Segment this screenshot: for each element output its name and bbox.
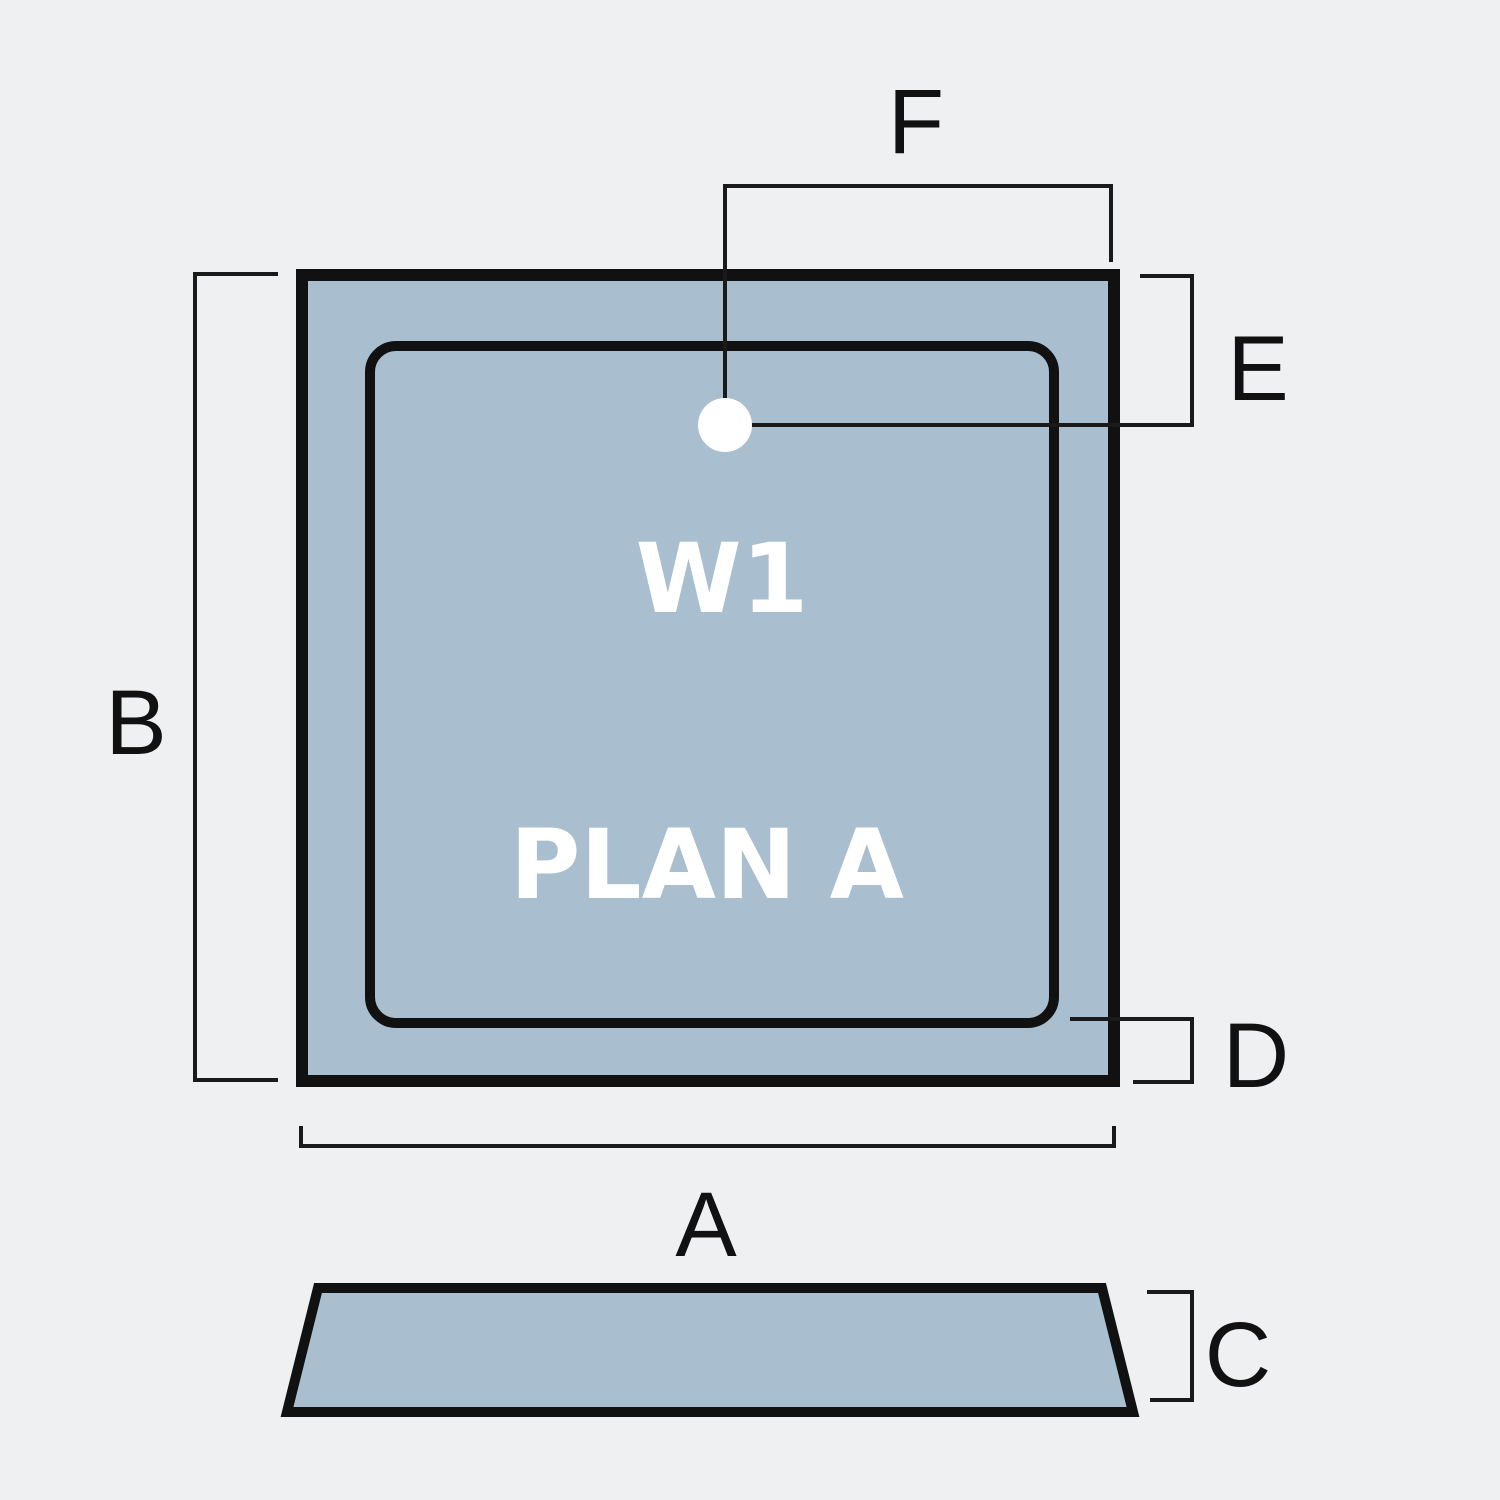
model-code-label: W1 (636, 523, 809, 635)
dimension-d-bracket (1070, 1017, 1194, 1084)
dimension-e-bracket (725, 274, 1194, 427)
dimension-c-bracket (1147, 1290, 1194, 1402)
plan-name-label: PLAN A (510, 809, 904, 921)
dimension-d-label: D (1223, 1005, 1289, 1107)
dimension-a-label: A (675, 1174, 737, 1276)
waste-hole-icon (698, 398, 752, 452)
dimension-f-label: F (888, 71, 944, 173)
dimension-b-label: B (105, 672, 166, 774)
dimension-c-label: C (1205, 1304, 1271, 1406)
tray-side-profile (280, 1283, 1140, 1417)
dimension-f-bracket (723, 184, 1113, 420)
tray-inner-basin (365, 341, 1059, 1028)
dimension-b-bracket (193, 272, 278, 1082)
dimension-a-bracket (299, 1126, 1116, 1148)
dimension-e-label: E (1227, 318, 1288, 420)
